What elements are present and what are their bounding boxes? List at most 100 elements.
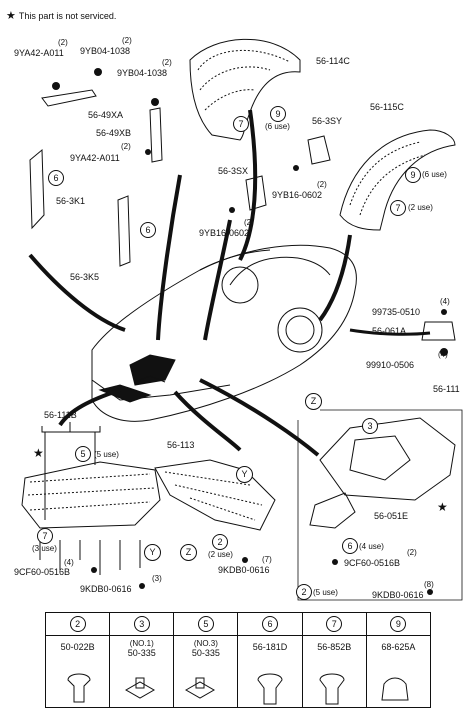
callout-3[interactable]: 3 [362,418,378,434]
legend-header-cell: 5 [173,612,239,636]
part-label[interactable]: 9CF60-0516B [344,558,401,568]
callout-6[interactable]: 6 [342,538,358,554]
callout-2[interactable]: 2 [212,534,228,550]
part-label[interactable]: 56-113 [167,440,195,450]
under-cover-right [319,417,456,501]
part-number: 68-625A [381,642,416,652]
use-count: (5 use) [313,588,338,597]
under-cover-center [154,459,276,531]
part-number: 50-335 [127,648,156,658]
seal-3k5 [117,195,131,267]
callout-6[interactable]: 6 [48,170,64,186]
part-number: 50-022B [60,642,95,652]
part-label[interactable]: 9YA42-A011 [70,153,120,163]
view-y-marker[interactable]: Y [236,466,253,483]
callout-9[interactable]: 9 [270,106,286,122]
use-count: (6 use) [422,170,447,179]
fastener-legend-table: 2 3 5 6 7 9 50-022B (NO.1)50-335 (NO.3)5… [44,612,432,708]
legend-cell[interactable]: 56-852B [301,635,367,708]
view-y-marker[interactable]: Y [144,544,161,561]
qty: (3) [152,574,162,583]
part-number: 50-335 [191,648,220,658]
part-label[interactable]: 9YA42-A011 [14,48,64,58]
part-label[interactable]: 9YB16-0602 [272,190,323,200]
part-label[interactable]: 56-051E [374,511,409,521]
qty: (2) [162,58,172,67]
part-note: (NO.3) [193,639,218,648]
legend-ref: 9 [390,616,407,632]
legend-ref: 6 [262,616,279,632]
part-label[interactable]: 9KDB0-0616 [218,565,270,575]
seal-3k1 [29,148,45,230]
part-label[interactable]: 9KDB0-0616 [80,584,132,594]
part-label[interactable]: 56-061A [372,326,407,336]
use-count: (6 use) [265,122,290,131]
star-icon: ★ [33,446,44,460]
legend-ref: 7 [326,616,343,632]
legend-ref: 3 [133,616,150,632]
part-label[interactable]: 9CF60-0516B [14,567,71,577]
legend-cell[interactable]: 68-625A [365,635,432,708]
callout-9[interactable]: 9 [405,167,421,183]
note-text: This part is not serviced. [18,11,117,21]
legend-cell[interactable]: (NO.3)50-335 [173,635,239,708]
part-label[interactable]: 56-114C [316,56,350,66]
star-icon: ★ [6,10,16,22]
qty: (4) [440,297,450,306]
qty: (7) [262,555,272,564]
callout-7[interactable]: 7 [37,528,53,544]
legend-cell[interactable]: (NO.1)50-335 [109,635,175,708]
legend-cell[interactable]: 50-022B [44,635,111,708]
part-label[interactable]: 56-49XB [96,128,132,138]
view-z-marker[interactable]: Z [180,544,197,561]
callout-2[interactable]: 2 [296,584,312,600]
part-number: 56-181D [252,642,288,652]
use-count: (2 use) [208,550,233,559]
use-count: (2 use) [408,203,433,212]
part-label[interactable]: 56-49XA [88,110,124,120]
part-label[interactable]: 99735-0510 [372,307,421,317]
part-label[interactable]: 56-3SX [218,166,249,176]
part-label[interactable]: 99910-0506 [366,360,415,370]
callout-7[interactable]: 7 [233,116,249,132]
fender-liner-left [189,38,301,141]
legend-header-cell: 6 [237,612,303,636]
part-label[interactable]: 56-3SY [312,116,343,126]
qty: (2) [122,36,132,45]
callout-7[interactable]: 7 [390,200,406,216]
part-label[interactable]: 56-111B [44,410,77,420]
part-label[interactable]: 9KDB0-0616 [372,590,424,600]
use-count: (3 use) [32,544,57,553]
part-label[interactable]: 9YB04-1038 [117,68,168,78]
use-count: (4 use) [359,542,384,551]
legend-ref: 2 [69,616,86,632]
not-serviced-note: ★This part is not serviced. [6,9,116,22]
part-label[interactable]: 56-3K5 [70,272,100,282]
qty: (2) [317,180,327,189]
legend-header-cell: 3 [109,612,175,636]
qty: (2) [407,548,417,557]
part-label[interactable]: 9YB16-0602 [199,228,250,238]
legend-header-cell: 9 [365,612,432,636]
part-label[interactable]: 56-111 [433,384,460,394]
qty: (2) [121,142,131,151]
group-box-111 [297,409,463,601]
callout-5[interactable]: 5 [75,446,91,462]
qty: (2) [244,218,254,227]
callout-6[interactable]: 6 [140,222,156,238]
qty: (4) [438,350,448,359]
view-z-marker[interactable]: Z [305,393,322,410]
legend-ref: 5 [197,616,214,632]
legend-cell[interactable]: 56-181D [237,635,303,708]
part-label[interactable]: 9YB04-1038 [80,46,131,56]
qty: (4) [64,558,74,567]
star-icon: ★ [437,500,448,514]
part-label[interactable]: 56-3K1 [56,196,86,206]
qty: (8) [424,580,434,589]
legend-header-cell: 7 [301,612,367,636]
part-number: 56-852B [317,642,352,652]
vehicle-outline [91,244,357,422]
part-label[interactable]: 56-115C [370,102,404,112]
